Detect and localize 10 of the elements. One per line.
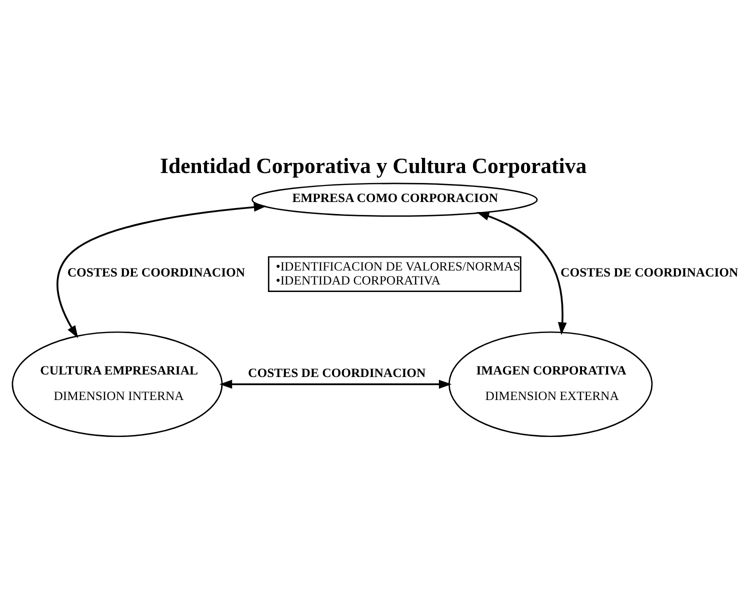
node-box: •IDENTIFICACION DE VALORES/NORMAS •IDENTIDAD CORPORATIVA (268, 256, 522, 292)
arrow (219, 380, 452, 389)
node-ellipse: IMAGEN CORPORATIVA DIMENSION EXTERNA (448, 331, 653, 438)
arrow (56, 202, 267, 338)
edge-label: COSTES DE COORDINACION (248, 366, 426, 380)
edge-label: COSTES DE COORDINACION (67, 266, 246, 280)
arrow (476, 212, 567, 336)
diagram-title: Identidad Corporativa y Cultura Corporativa (160, 154, 587, 178)
edge-label: COSTES DE COORDINACION (560, 266, 738, 280)
node-ellipse: CULTURA EMPRESARIAL DIMENSION INTERNA (12, 331, 223, 438)
